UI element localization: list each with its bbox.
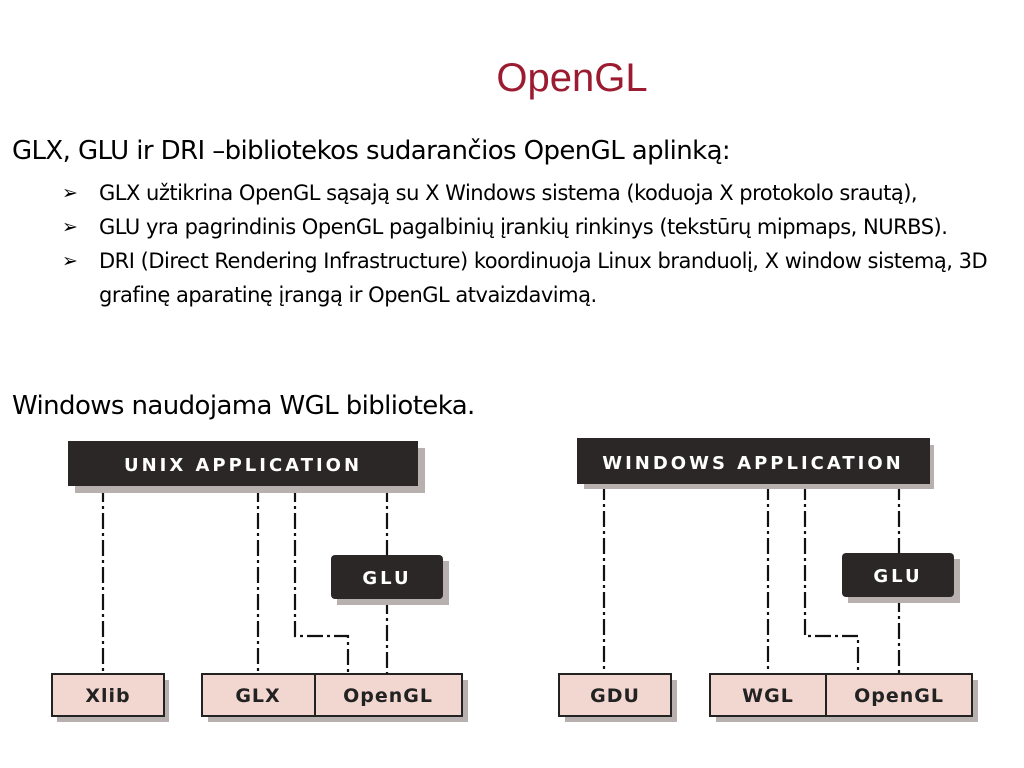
- unix-application-box: [68, 441, 418, 486]
- connector-app-opengl: [293, 486, 350, 674]
- unix-diagram: UNIX APPLICATION GLU Xlib GLX OpenGL: [51, 441, 468, 722]
- xlib-label: Xlib: [85, 685, 130, 707]
- arrow-bullet-icon: ➢: [62, 250, 78, 272]
- unix-application-label: UNIX APPLICATION: [124, 455, 362, 476]
- windows-diagram: WINDOWS APPLICATION GLU GDU WGL OpenGL: [558, 438, 978, 722]
- bullet-text: DRI (Direct Rendering Infrastructure) ko…: [99, 249, 988, 307]
- unix-glu-label: GLU: [362, 568, 411, 589]
- bullet-item: ➢ GLX užtikrina OpenGL sąsają su X Windo…: [62, 176, 1002, 210]
- bullet-list: ➢ GLX užtikrina OpenGL sąsają su X Windo…: [62, 176, 1002, 312]
- bullet-text: GLX užtikrina OpenGL sąsają su X Windows…: [99, 181, 918, 205]
- xlib-box: [51, 673, 165, 717]
- unix-opengl-box: [314, 673, 463, 717]
- windows-application-label: WINDOWS APPLICATION: [602, 453, 904, 474]
- outro-text: Windows naudojama WGL biblioteka.: [12, 391, 475, 421]
- glx-label: GLX: [235, 685, 280, 707]
- slide-title: OpenGL: [496, 56, 648, 100]
- unix-opengl-label: OpenGL: [343, 685, 433, 707]
- windows-application-box: [577, 438, 930, 484]
- gdu-box: [558, 673, 672, 717]
- intro-text: GLX, GLU ir DRI –bibliotekos sudarančios…: [12, 136, 731, 166]
- bullet-item: ➢ GLU yra pagrindinis OpenGL pagalbinių …: [62, 210, 1002, 244]
- windows-glu-box: [842, 553, 954, 597]
- bullet-item: ➢ DRI (Direct Rendering Infrastructure) …: [62, 244, 1002, 312]
- bullet-text: GLU yra pagrindinis OpenGL pagalbinių įr…: [99, 215, 948, 239]
- unix-glu-box: [331, 555, 443, 599]
- windows-opengl-box: [825, 673, 973, 717]
- arrow-bullet-icon: ➢: [62, 216, 78, 238]
- wgl-label: WGL: [742, 685, 794, 707]
- windows-glu-label: GLU: [873, 566, 922, 587]
- windows-opengl-label: OpenGL: [854, 685, 944, 707]
- connector-app-opengl-win: [803, 484, 860, 674]
- gdu-label: GDU: [590, 685, 640, 707]
- arrow-bullet-icon: ➢: [62, 182, 78, 204]
- wgl-box: [709, 673, 827, 717]
- glx-box: [201, 673, 316, 717]
